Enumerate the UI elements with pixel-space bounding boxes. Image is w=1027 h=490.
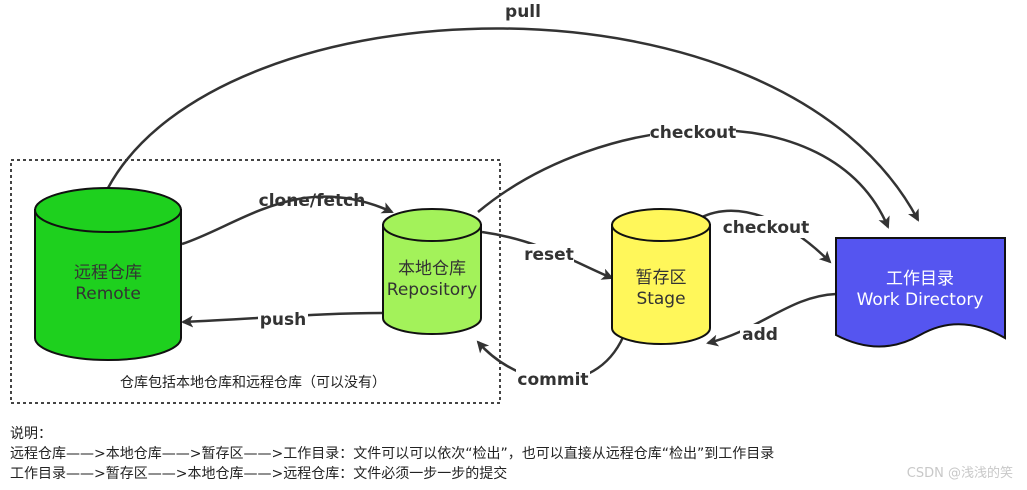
clone-fetch-label: clone/fetch <box>259 191 366 211</box>
push-label: push <box>260 310 307 330</box>
reset-label: reset <box>524 245 574 265</box>
stage-title: 暂存区 <box>636 268 687 288</box>
add-label: add <box>742 325 778 345</box>
watermark: CSDN @浅浅的笑 <box>906 466 1013 481</box>
stage-subtitle: Stage <box>636 289 685 309</box>
workdir-subtitle: Work Directory <box>857 290 984 310</box>
checkout-mid-label: checkout <box>723 218 810 238</box>
notes-title: 说明： <box>10 426 52 442</box>
repository-cylinder-body <box>382 224 482 335</box>
clone-fetch-arrow <box>181 195 394 246</box>
workdir-node: 工作目录 Work Directory <box>835 237 1006 348</box>
repository-cylinder-top <box>382 208 482 242</box>
stage-cylinder-top <box>611 208 711 242</box>
workdir-document-shape <box>835 237 1006 348</box>
pull-label: pull <box>505 2 541 22</box>
stage-node: 暂存区 Stage <box>611 208 711 345</box>
checkout-top-label: checkout <box>650 123 737 143</box>
stage-cylinder-body <box>611 224 711 345</box>
notes-line-2: 工作目录——>暂存区——>本地仓库——>远程仓库：文件必须一步一步的提交 <box>10 466 508 482</box>
commit-label: commit <box>517 370 588 390</box>
repository-node: 本地仓库 Repository <box>382 208 482 335</box>
container-caption: 仓库包括本地仓库和远程仓库（可以没有） <box>120 375 386 391</box>
repository-title: 本地仓库 <box>398 259 466 279</box>
remote-title: 远程仓库 <box>74 263 142 283</box>
remote-node: 远程仓库 Remote <box>34 187 182 361</box>
remote-cylinder-top <box>34 187 182 233</box>
remote-cylinder-body <box>34 209 182 361</box>
repository-subtitle: Repository <box>387 280 477 300</box>
pull-arrow <box>106 27 920 222</box>
workdir-title: 工作目录 <box>886 269 954 289</box>
remote-subtitle: Remote <box>75 284 141 304</box>
notes-line-1: 远程仓库——>本地仓库——>暂存区——>工作目录：文件可以可以依次“检出”，也可… <box>10 446 775 462</box>
add-arrow <box>706 292 837 347</box>
